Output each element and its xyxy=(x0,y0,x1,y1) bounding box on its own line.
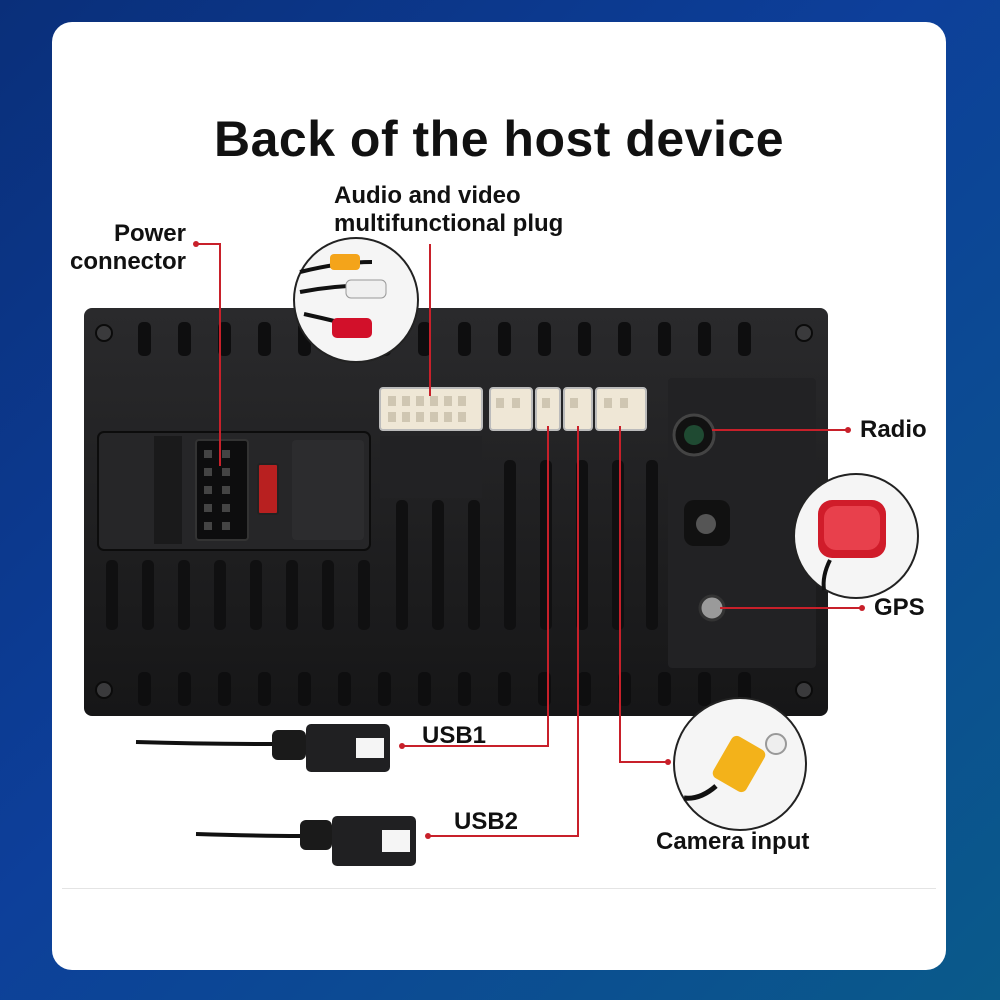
label-av-line2: multifunctional plug xyxy=(334,210,564,237)
label-av-line1: Audio and video xyxy=(334,182,521,209)
label-av-plug: Audio and video multifunctional plug xyxy=(334,182,563,238)
usb-camera-sockets xyxy=(489,387,647,431)
camera-rca-callout xyxy=(673,697,807,831)
leader-camera xyxy=(619,426,668,763)
label-radio: Radio xyxy=(860,416,927,443)
divider xyxy=(62,888,936,889)
leader-dots xyxy=(193,241,865,839)
leader-usb1 xyxy=(402,426,549,747)
label-power-line2: connector xyxy=(69,248,186,275)
usb1-cable xyxy=(135,724,390,772)
page-title: Back of the host device xyxy=(214,111,784,167)
leader-lines xyxy=(196,243,862,837)
label-power-connector: Power connector xyxy=(56,220,186,276)
label-gps: GPS xyxy=(874,594,925,621)
av-plug-socket xyxy=(379,387,483,431)
head-unit-back xyxy=(84,308,828,716)
label-power-line1: Power xyxy=(113,220,186,247)
screws xyxy=(95,324,813,699)
label-camera-input: Camera input xyxy=(656,828,810,855)
usb2-cable xyxy=(195,816,416,866)
leader-usb2 xyxy=(428,426,579,837)
leader-power xyxy=(196,243,221,466)
label-usb2: USB2 xyxy=(454,808,519,835)
gps-antenna-callout xyxy=(793,473,919,599)
fuse-icon xyxy=(257,463,279,515)
label-usb1: USB1 xyxy=(422,722,487,749)
rca-plug-callout xyxy=(293,237,419,363)
